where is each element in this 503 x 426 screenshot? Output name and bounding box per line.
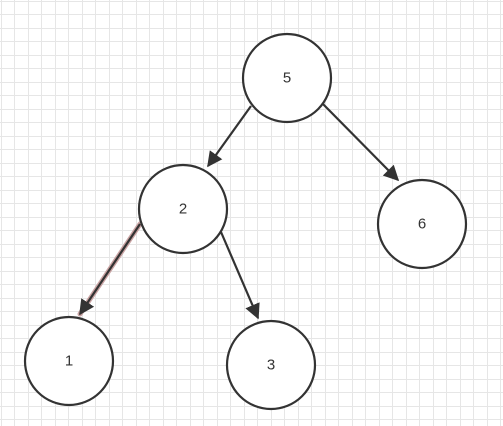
tree-node-6: 6 [376, 178, 468, 270]
tree-node-3: 3 [225, 319, 317, 411]
edge-n5-to-n6 [319, 100, 400, 182]
edge-n2-to-n1 [79, 223, 141, 316]
node-label: 1 [65, 353, 73, 370]
node-label: 6 [418, 216, 426, 233]
node-circle [137, 163, 229, 255]
node-circle [241, 32, 333, 124]
edge-layer [77, 100, 400, 320]
tree-node-1: 1 [23, 315, 115, 407]
node-circle [225, 319, 317, 411]
node-label: 5 [283, 70, 291, 87]
node-label: 2 [179, 201, 187, 218]
node-circle [23, 315, 115, 407]
tree-node-5: 5 [241, 32, 333, 124]
node-layer: 5 2 6 1 3 [23, 32, 468, 411]
node-label: 3 [267, 357, 275, 374]
edge-n5-to-n2 [207, 105, 252, 168]
edge-n2-to-n3 [219, 231, 260, 320]
tree-node-2: 2 [137, 163, 229, 255]
node-circle [376, 178, 468, 270]
